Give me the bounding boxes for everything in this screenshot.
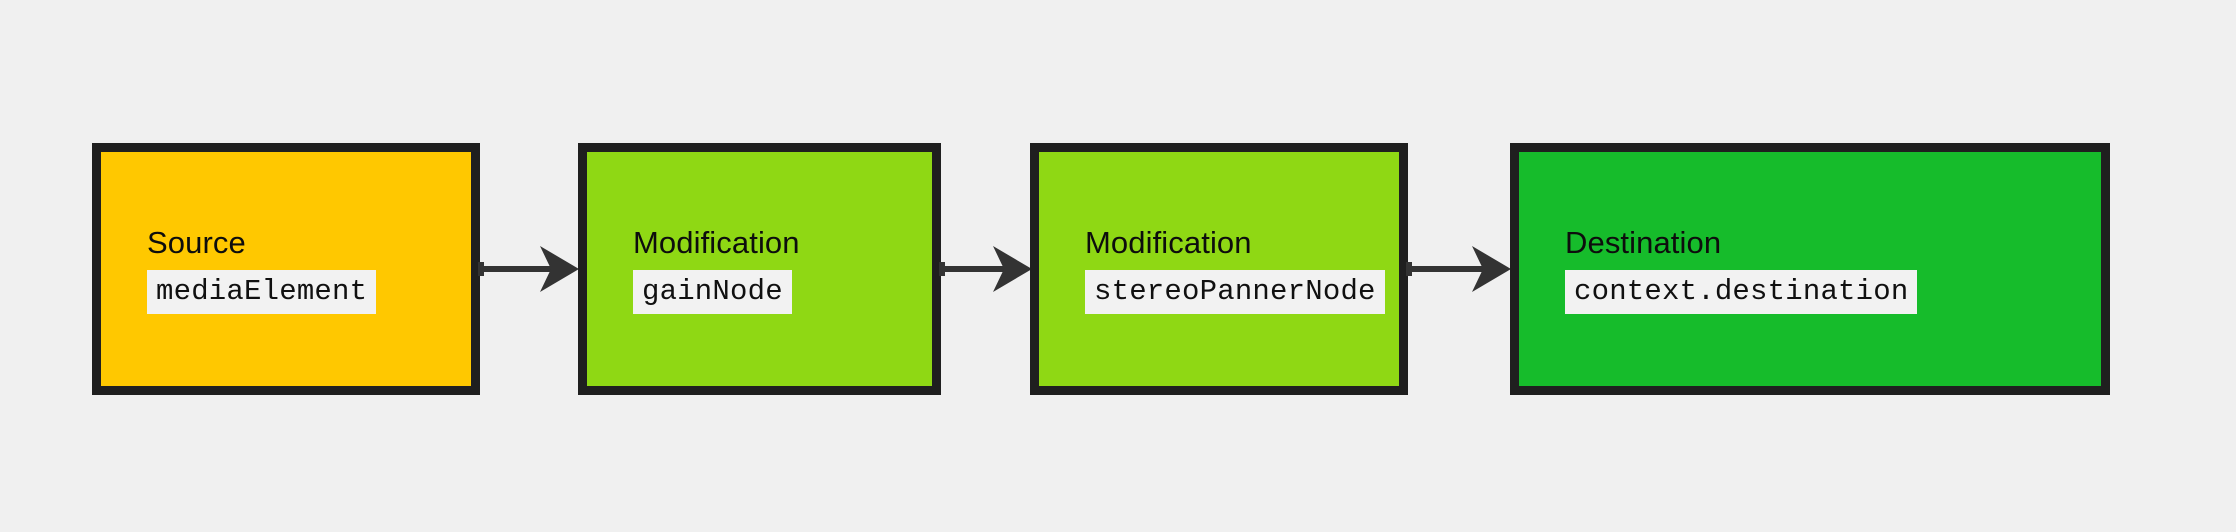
flow-node-panner[interactable]: Modification stereoPannerNode [1030, 143, 1408, 395]
flow-node-code-badge: stereoPannerNode [1085, 269, 1385, 314]
flow-node-destination[interactable]: Destination context.destination [1510, 143, 2110, 395]
flow-node-title: Source [147, 224, 246, 260]
flow-node-title: Modification [633, 224, 800, 260]
flow-node-code-badge: mediaElement [147, 269, 377, 314]
flow-edge-source-to-gain [478, 243, 582, 295]
flow-node-code-badge: context.destination [1565, 269, 1918, 314]
flow-node-source[interactable]: Source mediaElement [92, 143, 480, 395]
flow-node-body: Destination context.destination [1519, 152, 2101, 386]
flow-node-title: Modification [1085, 224, 1252, 260]
flow-node-body: Modification gainNode [587, 152, 932, 386]
flow-edge-panner-to-destination [1406, 243, 1514, 295]
flow-node-code-badge: gainNode [633, 269, 792, 314]
arrow-right-icon [1406, 246, 1511, 292]
flow-node-body: Source mediaElement [101, 152, 471, 386]
flow-node-title: Destination [1565, 224, 1722, 260]
flow-node-body: Modification stereoPannerNode [1039, 152, 1399, 386]
flow-node-gain[interactable]: Modification gainNode [578, 143, 941, 395]
arrow-right-icon [939, 246, 1032, 292]
arrow-right-icon [478, 246, 579, 292]
flow-edge-gain-to-panner [939, 243, 1034, 295]
